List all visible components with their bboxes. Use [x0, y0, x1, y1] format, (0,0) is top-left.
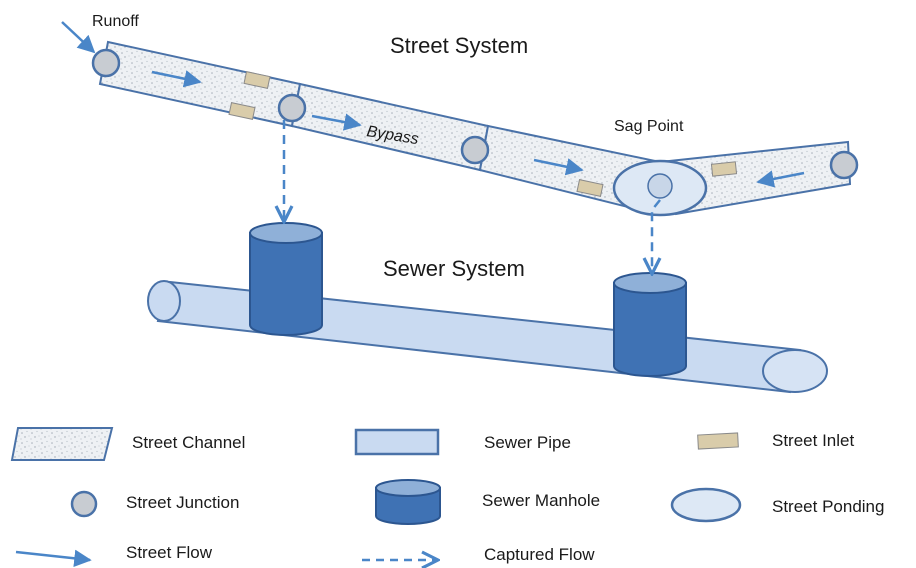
legend-sewer-pipe: Sewer Pipe — [354, 428, 571, 456]
legend-street-inlet-label: Street Inlet — [772, 431, 854, 450]
legend-street-channel-label: Street Channel — [132, 433, 245, 452]
legend-sewer-manhole: Sewer Manhole — [375, 479, 600, 525]
legend-street-flow-label: Street Flow — [126, 543, 213, 562]
sag-point-label: Sag Point — [614, 118, 684, 135]
captured-flow-arrows — [284, 120, 660, 272]
legend-sewer-manhole-label: Sewer Manhole — [482, 491, 600, 510]
street-inlets — [228, 71, 738, 197]
legend: Street Channel Street Junction Street Fl… — [10, 427, 884, 568]
street-channels — [98, 40, 852, 216]
street-system-title: Street System — [390, 33, 528, 58]
legend-street-junction: Street Junction — [70, 490, 239, 518]
legend-street-inlet: Street Inlet — [697, 431, 854, 450]
legend-street-junction-label: Street Junction — [126, 493, 239, 512]
legend-street-ponding-label: Street Ponding — [772, 497, 884, 516]
street-flow-arrows — [61, 21, 805, 188]
sewer-manhole-left — [249, 222, 323, 336]
legend-sewer-pipe-label: Sewer Pipe — [484, 433, 571, 452]
legend-captured-flow: Captured Flow — [362, 545, 595, 564]
street-junctions — [91, 48, 859, 180]
sewer-manhole-right — [613, 272, 687, 377]
sewer-system-title: Sewer System — [383, 256, 525, 281]
runoff-label: Runoff — [92, 13, 139, 30]
street-ponding — [612, 159, 708, 217]
legend-street-flow: Street Flow — [15, 543, 213, 568]
legend-captured-flow-label: Captured Flow — [484, 545, 595, 564]
legend-street-ponding: Street Ponding — [670, 487, 884, 523]
legend-street-channel: Street Channel — [10, 427, 245, 461]
